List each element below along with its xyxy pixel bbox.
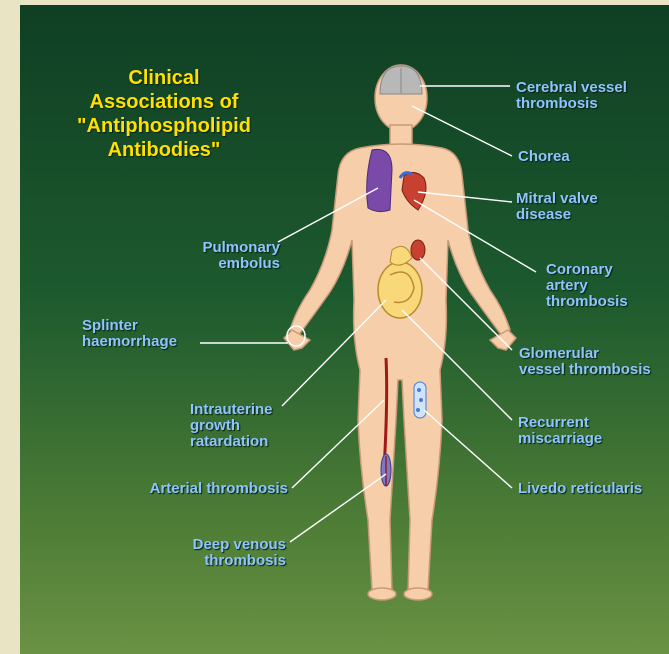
- kidney-icon: [411, 240, 425, 260]
- diagram-title: Clinical Associations of "Antiphospholip…: [44, 66, 284, 162]
- vein-icon: [381, 454, 391, 486]
- label-chorea: Chorea: [518, 149, 570, 165]
- livedo-icon: [414, 382, 426, 418]
- label-cerebral-vessel-thrombosis: Cerebral vessel thrombosis: [516, 80, 627, 112]
- label-arterial-thrombosis: Arterial thrombosis: [120, 481, 288, 497]
- label-livedo-reticularis: Livedo reticularis: [518, 481, 642, 497]
- label-recurrent-miscarriage: Recurrent miscarriage: [518, 415, 602, 447]
- label-mitral-valve-disease: Mitral valve disease: [516, 191, 598, 223]
- label-intrauterine-growth-retardation: Intrauterine growth ratardation: [190, 402, 273, 450]
- label-glomerular-vessel-thrombosis: Glomerular vessel thrombosis: [519, 346, 651, 378]
- label-coronary-artery-thrombosis: Coronary artery thrombosis: [546, 262, 628, 310]
- label-splinter-haemorrhage: Splinter haemorrhage: [82, 318, 177, 350]
- lung-icon: [367, 149, 392, 211]
- label-deep-venous-thrombosis: Deep venous thrombosis: [150, 537, 286, 569]
- human-silhouette: [284, 65, 516, 600]
- label-pulmonary-embolus: Pulmonary embolus: [150, 240, 280, 272]
